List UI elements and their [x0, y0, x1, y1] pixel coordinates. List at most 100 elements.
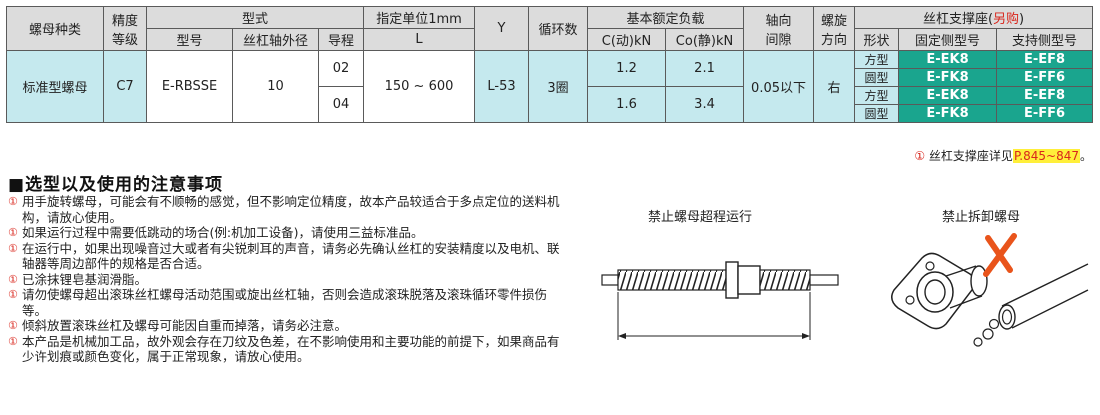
note-item: ① 如果运行过程中需要低跳动的场合(例:机加工设备)，请使用三益标准品。 [8, 225, 568, 241]
nut-cylinder-edge [945, 265, 983, 309]
header-load: 基本额定负载 [587, 6, 745, 29]
header-support-fixed: 固定侧型号 [898, 28, 998, 51]
steel-ball [982, 328, 994, 340]
header-support-extra: 另购 [993, 12, 1020, 27]
cell-axial: 0.05以下 [743, 50, 815, 123]
header-load-co: Co(静)kN [665, 28, 745, 51]
support-reference-note: ① 丝杠支撑座详见P.845~847。 [914, 147, 1092, 164]
cell-od: 10 [232, 50, 319, 123]
cell-L: 150 ~ 600 [363, 50, 476, 123]
dimension-arrow-left [618, 333, 626, 339]
dimension-arrow-right [802, 333, 810, 339]
ref-note-text: 丝杠支撑座详见 [928, 149, 1013, 163]
left-illustration-caption: 禁止螺母超程运行 [648, 210, 753, 225]
cell-load-c: 1.2 [587, 50, 667, 87]
nut-bore [924, 279, 946, 305]
note-bullet: ① [8, 272, 18, 286]
cell-circuits: 3圈 [528, 50, 589, 123]
note-text: 在运行中，如果出现噪音过大或者有尖锐刺耳的声音，请务必先确认丝杠的安装精度以及电… [22, 240, 560, 272]
header-accuracy-line2: 等级 [111, 32, 138, 48]
cell-support-shape: 圆型 [854, 68, 900, 87]
nut-cylinder-end [970, 265, 988, 297]
header-rotation: 螺旋 方向 [813, 6, 856, 51]
header-unit: 指定单位1mm [363, 6, 476, 29]
header-lead: 导程 [317, 28, 365, 51]
cell-support-fixed: E-FK8 [898, 68, 998, 87]
note-bullet: ① [8, 288, 18, 301]
header-axial-line2: 间隙 [765, 32, 792, 48]
note-text: 用手旋转螺母，可能会有不顺畅的感觉，但不影响定位精度，故本产品较适合于多点定位的… [22, 194, 560, 225]
header-support: 丝杠支撑座(另购) [854, 6, 1094, 29]
header-y: Y [474, 6, 530, 51]
note-text: 倾斜放置滚珠丝杠及螺母可能因自重而掉落，请务必注意。 [22, 318, 348, 333]
flange-bolt-hole [925, 261, 935, 271]
note-text: 如果运行过程中需要低跳动的场合(例:机加工设备)，请使用三益标准品。 [22, 225, 424, 240]
note-item: ① 在运行中，如果出现噪音过大或者有尖锐刺耳的声音，请务必先确认丝杠的安装精度以及… [8, 241, 568, 272]
screw-thread-right [759, 269, 811, 291]
header-rotation-line1: 螺旋 [821, 13, 848, 29]
nut-flange [725, 261, 739, 299]
cell-support-shape: 方型 [854, 86, 900, 105]
cell-support-fixed: E-EK8 [898, 86, 998, 105]
ref-note-pages: P.845~847 [1012, 149, 1080, 163]
note-bullet: ① [8, 226, 18, 239]
prohibited-cross-icon [983, 233, 1017, 277]
note-item: ① 倾斜放置滚珠丝杠及螺母可能因自重而掉落，请务必注意。 [8, 318, 568, 334]
note-text: 请勿使螺母超出滚珠丝杠螺母活动范围或旋出丝杠轴，否则会造成滚珠脱落及滚珠循环零件… [22, 287, 548, 318]
cell-y: L-53 [474, 50, 530, 123]
ref-note-end: 。 [1079, 149, 1092, 163]
note-bullet: ① [8, 319, 18, 332]
spec-table: 螺母种类 精度 等级 型式 指定单位1mm Y 循环数 基本额定负载 轴向 间隙… [6, 6, 1094, 123]
cell-support-fixed: E-FK8 [898, 104, 998, 123]
cell-lead: 02 [317, 50, 365, 87]
note-bullet: ① [8, 241, 18, 255]
header-axial: 轴向 间隙 [743, 6, 815, 51]
cell-load-c: 1.6 [587, 86, 667, 123]
cell-lead: 04 [317, 86, 365, 123]
header-accuracy: 精度 等级 [103, 6, 147, 51]
cell-load-co: 2.1 [665, 50, 745, 87]
notes-title: ■选型以及使用的注意事项 [8, 170, 223, 195]
ball-screw-overtravel-illustration [601, 261, 839, 340]
note-item: ① 已涂抹锂皂基润滑脂。 [8, 272, 568, 288]
note-bullet: ① [8, 334, 18, 348]
note-text: 已涂抹锂皂基润滑脂。 [22, 271, 148, 287]
header-nut-type: 螺母种类 [6, 6, 104, 51]
header-form: 型式 [145, 6, 365, 29]
note-item: ① 请勿使螺母超出滚珠丝杠螺母活动范围或旋出丝杠轴，否则会造成滚珠脱落及滚珠循环零… [8, 287, 568, 318]
cell-load-co: 3.4 [665, 86, 745, 123]
header-support-shape: 形状 [854, 28, 900, 51]
note-text: 本产品是机械加工品，故外观会存在刀纹及色差，在不影响使用和主要功能的前提下，如果… [22, 333, 560, 365]
cell-nut-type: 标准型螺母 [6, 50, 104, 123]
flange-bolt-hole [905, 295, 915, 305]
notes-title-text: 选型以及使用的注意事项 [25, 175, 224, 195]
note-bullet: ① [8, 195, 18, 208]
note-item: ① 用手旋转螺母，可能会有不顺畅的感觉，但不影响定位精度，故本产品较适合于多点定位… [8, 194, 568, 225]
cell-support-shape: 方型 [854, 50, 900, 69]
cell-rotation: 右 [813, 50, 856, 123]
steel-ball [973, 337, 983, 347]
cell-support-side: E-EF8 [996, 50, 1094, 69]
cell-model: E-RBSSE [146, 50, 233, 123]
notes-title-mark: ■ [8, 175, 26, 195]
cell-support-fixed: E-EK8 [898, 50, 998, 69]
header-support-label: 丝杠支撑座( [922, 12, 994, 27]
header-circuits: 循环数 [528, 6, 589, 51]
header-support-close: ) [1019, 12, 1025, 27]
header-model: 型号 [146, 28, 233, 51]
header-rotation-line2: 方向 [821, 32, 848, 48]
cell-accuracy: C7 [103, 50, 147, 123]
header-axial-line1: 轴向 [765, 13, 792, 29]
header-support-side: 支持侧型号 [996, 28, 1094, 51]
header-unit-L: L [363, 28, 476, 51]
header-od: 丝杠轴外径 [232, 28, 319, 51]
ref-note-mark: ① [914, 149, 926, 163]
right-illustration-caption: 禁止拆卸螺母 [942, 210, 1021, 225]
nut-body [737, 265, 761, 295]
screw-thread-left [617, 269, 727, 291]
screw-shaft-edge [1001, 263, 1089, 329]
shaft-end-right [809, 274, 839, 286]
cell-support-side: E-EF8 [996, 86, 1094, 105]
cell-support-shape: 圆型 [854, 104, 900, 123]
screw-shaft-core [1001, 309, 1013, 325]
